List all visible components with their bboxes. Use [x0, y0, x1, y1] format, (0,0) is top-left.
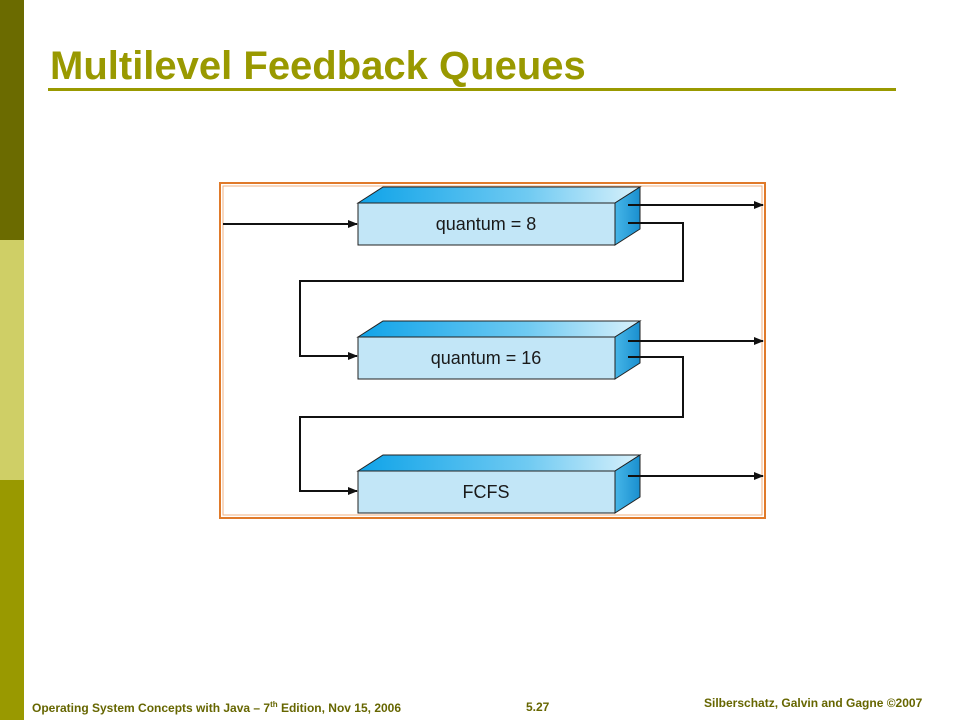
- demotion-arrow-1: [299, 222, 684, 360]
- title-underline: [48, 88, 896, 91]
- footer-book-title: Operating System Concepts with Java – 7t…: [32, 700, 402, 715]
- queue-label-3: FCFS: [463, 482, 510, 502]
- diagram-frame-inner: [222, 185, 763, 516]
- slide-title: Multilevel Feedback Queues: [50, 44, 586, 88]
- queue-label-2: quantum = 16: [431, 348, 542, 368]
- sidebar-decoration: [0, 0, 24, 720]
- queue-box-1: quantum = 8: [356, 186, 642, 246]
- queue-box-2: quantum = 16: [356, 320, 642, 380]
- footer-authors: Silberschatz, Galvin and Gagne ©2007: [704, 696, 923, 710]
- demotion-arrow-2: [299, 356, 684, 495]
- queue-box-3: FCFS: [356, 454, 642, 514]
- sidebar-segment-middle: [0, 240, 24, 480]
- sidebar-segment-top: [0, 0, 24, 240]
- page-number: 5.27: [526, 700, 550, 714]
- queue-label-1: quantum = 8: [436, 214, 537, 234]
- sidebar-segment-bottom: [0, 480, 24, 720]
